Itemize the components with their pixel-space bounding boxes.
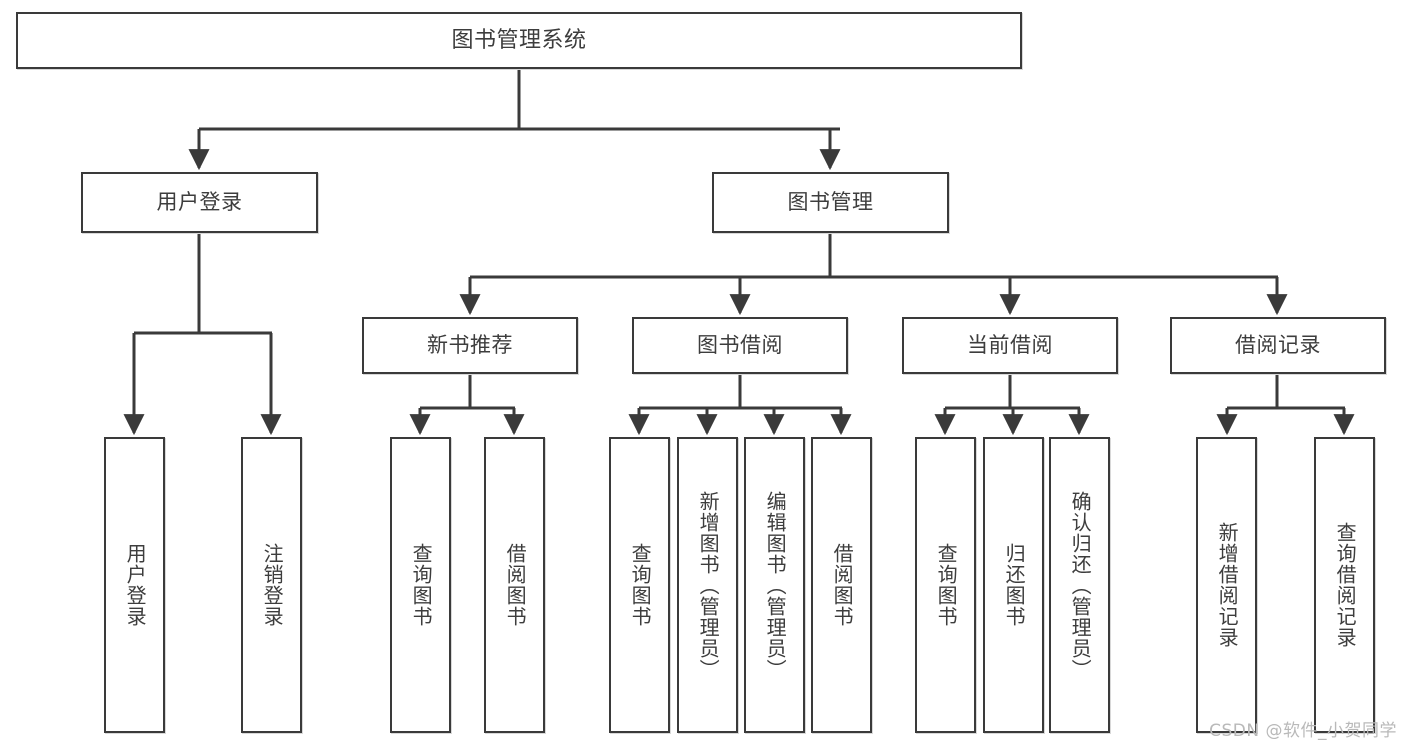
node-label: 查询图书 xyxy=(934,543,959,627)
node-leaf-recommend-query-book[interactable]: 查询图书 xyxy=(390,437,451,733)
node-book-borrow[interactable]: 图书借阅 xyxy=(632,317,848,374)
node-leaf-record-query-record[interactable]: 查询借阅记录 xyxy=(1314,437,1375,733)
node-leaf-user-login[interactable]: 用户登录 xyxy=(104,437,165,733)
watermark-text: CSDN @软件_小贺同学 xyxy=(1209,721,1397,741)
node-label: 确认归还（管理员） xyxy=(1068,490,1093,680)
node-leaf-record-add-record[interactable]: 新增借阅记录 xyxy=(1196,437,1257,733)
node-label: 图书管理系统 xyxy=(451,27,587,53)
node-new-book-recommend[interactable]: 新书推荐 xyxy=(362,317,578,374)
node-label: 编辑图书（管理员） xyxy=(763,490,788,680)
node-book-management[interactable]: 图书管理 xyxy=(712,172,949,233)
node-label: 借阅图书 xyxy=(503,543,528,627)
node-leaf-current-confirm-return[interactable]: 确认归还（管理员） xyxy=(1049,437,1110,733)
node-label: 图书管理 xyxy=(787,190,874,215)
node-label: 查询借阅记录 xyxy=(1333,522,1358,648)
node-label: 借阅记录 xyxy=(1235,333,1321,358)
node-label: 查询图书 xyxy=(628,543,653,627)
node-root-book-management-system[interactable]: 图书管理系统 xyxy=(16,12,1022,69)
node-leaf-logout[interactable]: 注销登录 xyxy=(241,437,302,733)
node-leaf-borrow-add-book[interactable]: 新增图书（管理员） xyxy=(677,437,738,733)
node-current-borrow[interactable]: 当前借阅 xyxy=(902,317,1118,374)
node-label: 注销登录 xyxy=(260,543,285,627)
node-leaf-current-query-book[interactable]: 查询图书 xyxy=(915,437,976,733)
node-leaf-recommend-borrow-book[interactable]: 借阅图书 xyxy=(484,437,545,733)
node-borrow-record[interactable]: 借阅记录 xyxy=(1170,317,1386,374)
node-label: 用户登录 xyxy=(156,190,243,215)
node-label: 借阅图书 xyxy=(830,543,855,627)
node-label: 新增借阅记录 xyxy=(1215,522,1240,648)
node-leaf-borrow-query-book[interactable]: 查询图书 xyxy=(609,437,670,733)
node-user-login[interactable]: 用户登录 xyxy=(81,172,318,233)
node-label: 用户登录 xyxy=(123,543,148,627)
node-label: 当前借阅 xyxy=(967,333,1053,358)
node-leaf-borrow-borrow-book[interactable]: 借阅图书 xyxy=(811,437,872,733)
node-leaf-borrow-edit-book[interactable]: 编辑图书（管理员） xyxy=(744,437,805,733)
node-label: 图书借阅 xyxy=(697,333,783,358)
node-leaf-current-return-book[interactable]: 归还图书 xyxy=(983,437,1044,733)
node-label: 新增图书（管理员） xyxy=(696,490,721,680)
node-label: 查询图书 xyxy=(409,543,434,627)
node-label: 新书推荐 xyxy=(427,333,513,358)
node-label: 归还图书 xyxy=(1002,543,1027,627)
